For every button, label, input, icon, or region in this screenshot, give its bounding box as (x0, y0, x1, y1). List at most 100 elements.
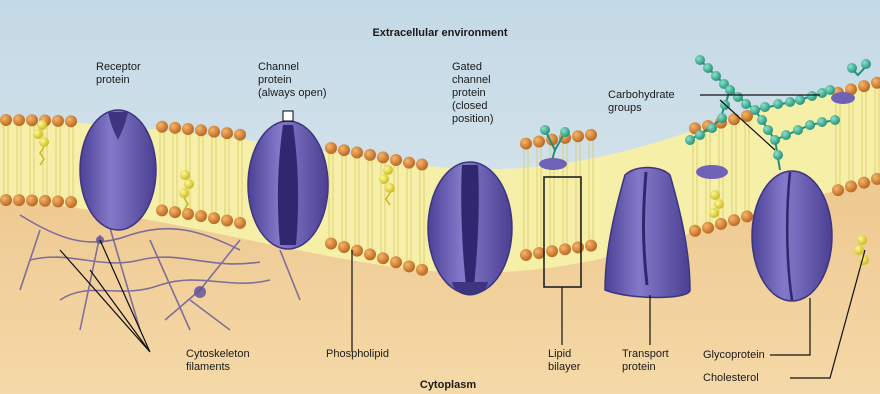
phospholipid-head (728, 113, 740, 125)
glycoprotein (752, 171, 832, 301)
phospholipid-head (390, 154, 402, 166)
cytoskeleton-label-line: Cytoskeleton (186, 348, 250, 360)
carbohydrate-label-line: Carbohydrate (608, 89, 675, 101)
carbohydrate-bead (695, 55, 705, 65)
phospholipid-head (208, 126, 220, 138)
phospholipid-head (572, 130, 584, 142)
carbohydrate-bead (805, 120, 815, 130)
phospholipid-head (338, 144, 350, 156)
phospholipid-head (702, 222, 714, 234)
phospholipid-head (325, 142, 337, 154)
phospholipid-head (585, 240, 597, 252)
phospholipid-head (832, 184, 844, 196)
phospholipid-head (13, 194, 25, 206)
phospholipid-head (195, 210, 207, 222)
phospholipid-head (0, 114, 12, 126)
carbohydrate-bead (685, 135, 695, 145)
carbohydrate-bead (733, 92, 743, 102)
channel-label-line: protein (258, 74, 292, 86)
gated-channel-protein (428, 162, 512, 296)
phospholipid-head (65, 196, 77, 208)
phospholipid-head (26, 194, 38, 206)
cholesterol-label: Cholesterol (703, 372, 759, 384)
phospholipid-head (858, 177, 870, 189)
carbohydrate-bead (770, 135, 780, 145)
carbohydrate-label-line: groups (608, 102, 642, 114)
carbohydrate-bead (785, 97, 795, 107)
phospholipid-head (52, 195, 64, 207)
phospholipid-head (715, 218, 727, 230)
phospholipid-head (728, 214, 740, 226)
gated-label-line: channel (452, 74, 491, 86)
phospholipid-head (234, 217, 246, 229)
carbohydrate-bead (707, 123, 717, 133)
phospholipid-head (403, 260, 415, 272)
phospholipid-head (39, 195, 51, 207)
phospholipid-head (156, 204, 168, 216)
carbohydrate-bead (703, 63, 713, 73)
phospholipid-head (221, 214, 233, 226)
phospholipid-head (858, 80, 870, 92)
cytoskeleton-label-line: filaments (186, 361, 231, 373)
glycolipid-anchor (696, 165, 728, 179)
gated-label-line: Gated (452, 61, 482, 73)
phospholipid-head (325, 237, 337, 249)
transport-label-line: Transport (622, 348, 669, 360)
phospholipid-head (338, 241, 350, 253)
carbohydrate-bead (825, 85, 835, 95)
phospholipid-head (520, 138, 532, 150)
carbohydrate-bead (830, 115, 840, 125)
lipid-bilayer-label-line: bilayer (548, 361, 581, 373)
phospholipid-head (169, 206, 181, 218)
glycolipid-anchor (831, 92, 855, 104)
phospholipid-head (377, 252, 389, 264)
phospholipid-head (169, 122, 181, 134)
phospholipid-head (0, 194, 12, 206)
phospholipid-head (221, 127, 233, 139)
phospholipid-head (390, 256, 402, 268)
carbohydrate-bead (773, 99, 783, 109)
phospholipid-head (520, 249, 532, 261)
phospholipid-head (416, 159, 428, 171)
phospholipid-head (364, 149, 376, 161)
glycolipid-anchor (539, 158, 567, 170)
carbohydrate-bead (695, 130, 705, 140)
phospholipid-head (208, 212, 220, 224)
carbohydrate-bead (795, 95, 805, 105)
phospholipid-head (559, 243, 571, 255)
phospholipid-head (403, 157, 415, 169)
gated-label-line: protein (452, 87, 486, 99)
phospholipid-head (156, 121, 168, 133)
phospholipid-head (689, 225, 701, 237)
carbohydrate-bead (741, 99, 751, 109)
transport-label-line: protein (622, 361, 656, 373)
phospholipid-head (351, 147, 363, 159)
phospholipid-head (234, 129, 246, 141)
extracellular-title: Extracellular environment (372, 27, 507, 39)
carbohydrate-bead (750, 105, 760, 115)
carbohydrate-bead (711, 71, 721, 81)
phospholipid-head (585, 129, 597, 141)
glycoprotein-label: Glycoprotein (703, 349, 765, 361)
carbohydrate-bead (807, 91, 817, 101)
phospholipid-head (377, 151, 389, 163)
channel-label-line: (always open) (258, 87, 326, 99)
phospholipid-head (546, 245, 558, 257)
gated-label-line: position) (452, 113, 494, 125)
carbohydrate-bead (763, 125, 773, 135)
phospholipid-head (52, 115, 64, 127)
phospholipid-head (845, 180, 857, 192)
phospholipid-head (182, 123, 194, 135)
carbohydrate-bead (861, 59, 871, 69)
carbohydrate-bead (817, 117, 827, 127)
cytoplasm-title: Cytoplasm (420, 379, 476, 391)
carbohydrate-bead (781, 130, 791, 140)
phospholipid-head (26, 114, 38, 126)
phospholipid-head (572, 241, 584, 253)
carbohydrate-bead (540, 125, 550, 135)
phospholipid-head (741, 210, 753, 222)
gated-label-line: (closed (452, 100, 487, 112)
phospholipid-head (351, 245, 363, 257)
